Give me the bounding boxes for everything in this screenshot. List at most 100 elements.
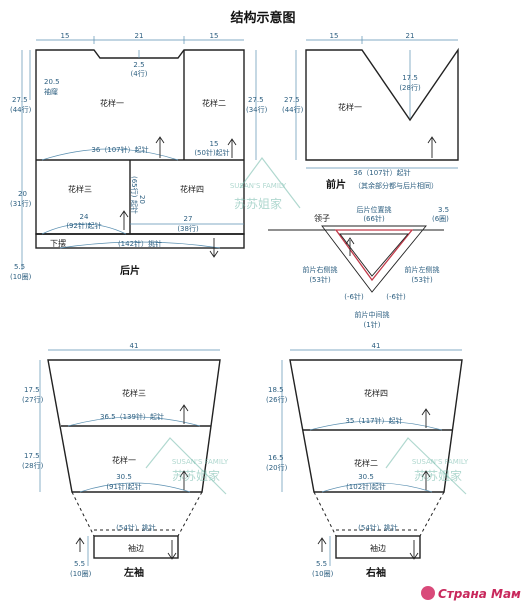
back-hem-rows: (10圈) (10, 273, 32, 281)
ls-upper-height: 17.5 (24, 386, 40, 394)
right-sleeve: 41 18.5 (26行) 花样四 35（117针）起针 16.5 (20行) … (266, 342, 463, 579)
collar-outer (321, 225, 427, 293)
rs-mid-cast: 35（117针）起针 (345, 416, 402, 425)
back-side-cast-st: (50针)起针 (194, 148, 229, 157)
collar-dec-left: (-6针) (344, 292, 364, 301)
ls-top-width: 41 (130, 342, 139, 350)
back-armhole-word: 袖窿 (44, 87, 58, 96)
page-title: 结构示意图 (230, 10, 295, 26)
back-pickup: (142针）挑针 (118, 239, 162, 248)
rs-pattern-bottom: 花样二 (354, 458, 378, 468)
back-piece: 15 21 15 2.5 (4行) 20.5 袖窿 27.5 (44行) 27.… (10, 32, 268, 281)
logo-icon (421, 586, 435, 600)
back-hem-word: 下摆 (50, 238, 66, 248)
front-cast: 36（107针）起针 (353, 168, 410, 177)
back-hem-strip (35, 233, 245, 249)
back-upper-rows: (44行) (10, 105, 32, 114)
front-caption-note: （其余部分都与后片相同） (354, 181, 438, 190)
collar-right-st: (53针) (309, 275, 331, 284)
back-pattern-2: 花样二 (202, 98, 226, 108)
back-armhole-height: 20.5 (44, 78, 60, 86)
back-pattern-1: 花样一 (100, 98, 124, 108)
watermark-left-en: SUSAN'S FAMILY (172, 458, 229, 466)
logo-text: Страна Мам (438, 587, 521, 601)
front-piece: 15 21 17.5 (28行) 27.5 (44行) 花样一 36（107针）… (282, 32, 459, 191)
ls-bottom-cast-val: 30.5 (116, 473, 132, 481)
back-lower-rows: (31行) (10, 199, 32, 208)
collar-side-rows: (6圈) (432, 215, 449, 223)
front-left-rows: (44行) (282, 105, 304, 114)
watermark-top-cn: 苏苏姐家 (234, 196, 282, 211)
back-inner-word: 起针 (130, 200, 139, 214)
rs-pickup: (54针）挑针 (358, 523, 398, 532)
ls-bottom-cast-st: (91针)起针 (106, 482, 141, 491)
ls-pickup: (54针）挑针 (116, 523, 156, 532)
ls-cuff-rows: (10圈) (70, 570, 92, 578)
rs-lower-rows: (20行) (266, 463, 288, 472)
ls-pattern-top: 花样三 (122, 388, 146, 398)
back-neck-depth: 2.5 (133, 61, 144, 69)
watermark-top-en: SUSAN'S FAMILY (230, 182, 287, 190)
ls-cuff (93, 535, 179, 559)
collar-mid-st: (1针) (364, 320, 381, 329)
watermark-right-en: SUSAN'S FAMILY (412, 458, 469, 466)
back-lower-height: 20 (18, 190, 27, 198)
front-pattern-1: 花样一 (338, 102, 362, 112)
ls-cuff-height: 5.5 (74, 560, 85, 568)
back-side-cast-val: 15 (210, 140, 219, 148)
collar-label: 领子 (314, 213, 330, 223)
front-v-depth: 17.5 (402, 74, 418, 82)
rs-upper-rows: (26行) (266, 395, 288, 404)
back-right-cast-st: (38行) (177, 224, 199, 233)
ls-upper-rows: (27行) (22, 395, 44, 404)
ls-lower-rows: (28行) (22, 461, 44, 470)
collar-left-st: (53针) (411, 275, 433, 284)
collar-dec-right: (-6针) (386, 292, 406, 301)
back-right-cast-val: 27 (184, 215, 193, 223)
back-pattern-4: 花样四 (180, 184, 204, 194)
watermark-top: SUSAN'S FAMILY 苏苏姐家 (230, 156, 301, 211)
back-neck-rows: (4行) (131, 69, 148, 78)
ls-caption: 左袖 (123, 566, 144, 579)
site-logo: Страна Мам (421, 586, 521, 601)
collar-left-pick: 前片左侧挑 (405, 265, 440, 274)
rs-caption: 右袖 (365, 566, 386, 579)
rs-cuff (335, 535, 421, 559)
back-width-right: 15 (210, 32, 219, 40)
back-width-mid: 21 (135, 32, 144, 40)
back-hem-height: 5.5 (14, 263, 25, 271)
collar-inner (334, 229, 414, 282)
ls-mid-cast: 36.5（139针）起针 (100, 412, 164, 421)
back-right-height: 27.5 (248, 96, 264, 104)
front-v-rows: (28行) (399, 83, 421, 92)
back-caption: 后片 (120, 264, 140, 277)
ls-cuff-label: 袖边 (128, 543, 144, 553)
front-width-left: 15 (330, 32, 339, 40)
rs-upper-height: 18.5 (268, 386, 284, 394)
collar-diagram: 领子 后片位置挑 (66针) 3.5 (6圈) 前片右侧挑 (53针) 前片左侧… (268, 205, 449, 329)
collar-mid-pick: 前片中间挑 (355, 310, 390, 319)
front-left-height: 27.5 (284, 96, 300, 104)
collar-back-st: (66针) (363, 214, 385, 223)
back-width-left: 15 (61, 32, 70, 40)
collar-back-pos: 后片位置挑 (357, 205, 392, 214)
back-pattern-3: 花样三 (68, 184, 92, 194)
back-inner-height: 20 (138, 195, 146, 204)
left-sleeve: 41 17.5 (27行) 花样三 36.5（139针）起针 17.5 (28行… (22, 342, 221, 579)
back-mid-cast: 36（107针）起针 (91, 145, 148, 154)
watermark-right-cn: 苏苏姐家 (414, 468, 462, 483)
front-caption: 前片 (326, 178, 346, 191)
collar-right-pick: 前片右侧挑 (303, 265, 338, 274)
rs-cuff-height: 5.5 (316, 560, 327, 568)
front-outline (305, 47, 459, 161)
back-inner-rows: (65行) (130, 176, 139, 198)
ls-lower-height: 17.5 (24, 452, 40, 460)
collar-side-width: 3.5 (438, 206, 449, 214)
back-left-cast-val: 24 (80, 213, 89, 221)
rs-cuff-label: 袖边 (370, 543, 386, 553)
rs-cuff-rows: (10圈) (312, 570, 334, 578)
back-right-rows: (34行) (246, 105, 268, 114)
watermark-right: SUSAN'S FAMILY 苏苏姐家 (385, 437, 469, 495)
watermark-left-cn: 苏苏姐家 (172, 468, 220, 483)
